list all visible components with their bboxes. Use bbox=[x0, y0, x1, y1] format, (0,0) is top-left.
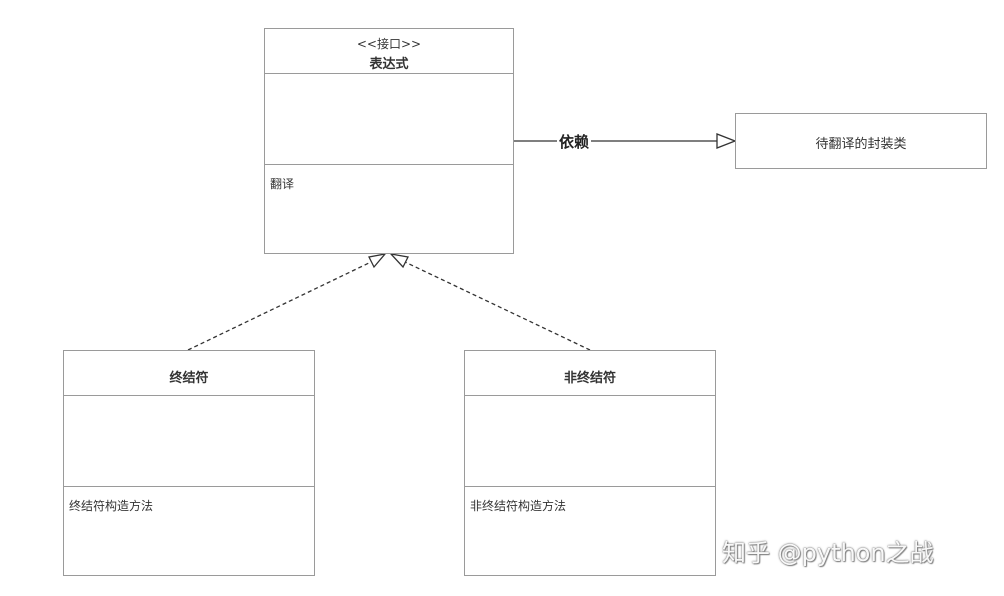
nonterminal-class-name: 非终结符 bbox=[563, 371, 616, 386]
terminal-class-name: 终结符 bbox=[169, 371, 209, 386]
wrapper-class-box[interactable]: 待翻译的封装类 bbox=[735, 113, 987, 169]
nonterminal-operations-section: 非终结符构造方法 bbox=[465, 486, 715, 575]
dependency-label: 依赖 bbox=[557, 131, 592, 152]
nonterminal-class-box[interactable]: 非终结符 非终结符构造方法 bbox=[464, 350, 716, 576]
dependency-arrowhead bbox=[716, 133, 737, 149]
terminal-class-box[interactable]: 终结符 终结符构造方法 bbox=[63, 350, 315, 576]
interface-header: <<接口>> 表达式 bbox=[265, 29, 513, 73]
interface-operation: 翻译 bbox=[270, 177, 295, 191]
realization-line-terminal bbox=[187, 261, 372, 351]
terminal-operation: 终结符构造方法 bbox=[69, 499, 154, 513]
wrapper-class-name: 待翻译的封装类 bbox=[815, 137, 907, 152]
interface-attributes-section bbox=[265, 73, 513, 164]
terminal-header: 终结符 bbox=[64, 351, 314, 395]
interface-name: 表达式 bbox=[369, 57, 409, 72]
realization-arrowhead-nonterminal bbox=[389, 253, 409, 269]
interface-class-box[interactable]: <<接口>> 表达式 翻译 bbox=[264, 28, 514, 254]
watermark-text: 知乎 @python之战 bbox=[722, 539, 934, 567]
nonterminal-attributes-section bbox=[465, 395, 715, 486]
realization-line-nonterminal bbox=[404, 261, 591, 351]
interface-operations-section: 翻译 bbox=[265, 164, 513, 253]
nonterminal-operation: 非终结符构造方法 bbox=[470, 499, 567, 513]
realization-arrowhead-terminal bbox=[368, 253, 387, 269]
terminal-attributes-section bbox=[64, 395, 314, 486]
nonterminal-header: 非终结符 bbox=[465, 351, 715, 395]
interface-stereotype: <<接口>> bbox=[356, 37, 422, 51]
terminal-operations-section: 终结符构造方法 bbox=[64, 486, 314, 575]
